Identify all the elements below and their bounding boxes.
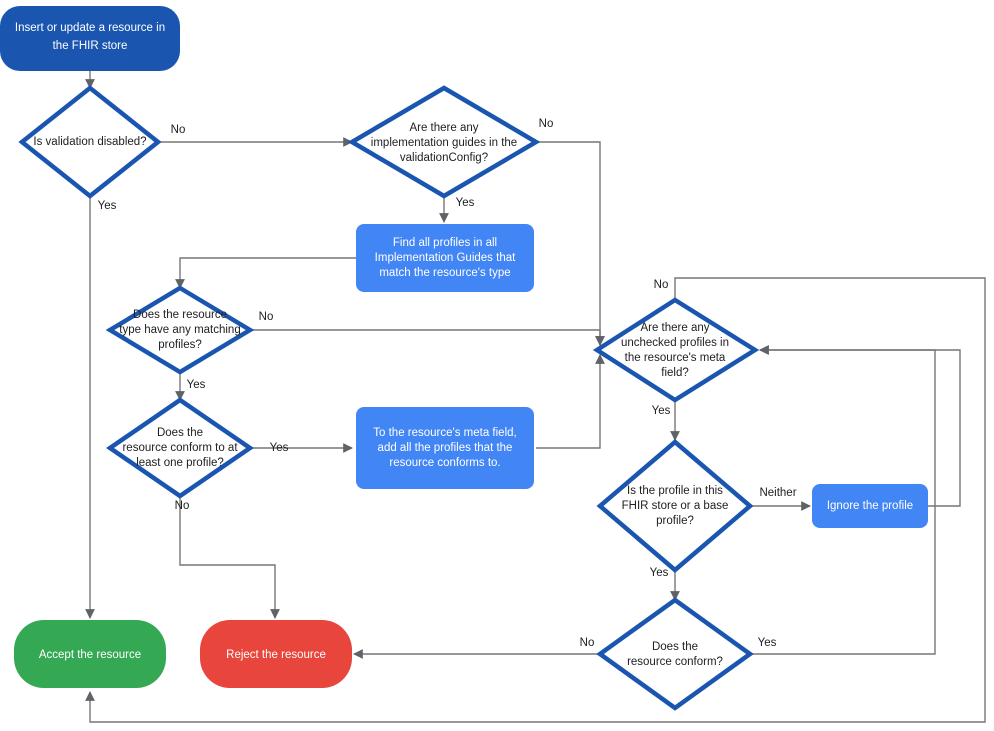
find-profiles-shape (356, 224, 534, 292)
edges-layer (85, 71, 986, 723)
node-implementation-guides[interactable]: Are there any implementation guides in t… (347, 85, 541, 199)
implementation-guides-label-line-1: Are there any (409, 122, 478, 134)
reject-label: Reject the resource (226, 649, 326, 661)
validation-disabled-shape (18, 85, 162, 199)
add-profiles-meta-label-line-3: resource conforms to. (389, 457, 500, 469)
node-accept[interactable]: Accept the resource (14, 620, 166, 688)
find-profiles-label-line-2: Implementation Guides that (375, 252, 516, 264)
accept-label: Accept the resource (39, 649, 141, 661)
profile-in-store-shape (596, 439, 754, 573)
matching-profiles-label-line-1: Does the resource (133, 309, 227, 321)
conform-one-profile-label-line-1: Does the (157, 427, 203, 439)
unchecked-profiles-shape (592, 297, 760, 403)
implementation-guides-label-line-2: implementation guides in the (371, 137, 517, 149)
edge-unchecked-no-to-accept (85, 277, 986, 723)
node-find-profiles[interactable]: Find all profiles in all Implementation … (356, 224, 534, 292)
edge-label-resource-conform-yes: Yes (758, 637, 777, 649)
node-unchecked-profiles[interactable]: Are there any unchecked profiles in the … (592, 297, 760, 403)
node-matching-profiles[interactable]: Does the resource type have any matching… (105, 285, 255, 375)
start-label-line-1: Insert or update a resource in (15, 22, 165, 34)
resource-conform-label-line-1: Does the (652, 641, 698, 653)
edge-label-unchecked-yes: Yes (652, 405, 671, 417)
matching-profiles-label-line-3: profiles? (158, 339, 201, 351)
edge-label-matching-yes: Yes (187, 379, 206, 391)
edge-matching-no-to-unchecked (250, 329, 605, 346)
resource-conform-label-line-2: resource conform? (627, 656, 723, 668)
profile-in-store-label-line-2: FHIR store or a base (622, 500, 729, 512)
edge-label-profile-in-store-yes: Yes (650, 567, 669, 579)
edge-label-matching-no: No (259, 311, 274, 323)
unchecked-profiles-label-line-4: field? (661, 367, 689, 379)
edge-label-conform-one-no: No (175, 500, 190, 512)
conform-one-profile-label-line-3: least one profile? (136, 457, 224, 469)
matching-profiles-label-line-2: type have any matching (119, 324, 240, 336)
node-validation-disabled[interactable]: Is validation disabled? (18, 85, 162, 199)
validation-disabled-label-line-1: Is validation disabled? (33, 136, 146, 148)
matching-profiles-shape (105, 285, 255, 375)
find-profiles-label-line-3: match the resource's type (379, 267, 510, 279)
node-conform-one-profile[interactable]: Does the resource conform to at least on… (106, 397, 254, 499)
edge-guides-no-to-unchecked (536, 141, 605, 346)
edge-conform-one-no-to-reject (179, 496, 280, 619)
node-profile-in-store[interactable]: Is the profile in this FHIR store or a b… (596, 439, 754, 573)
edge-label-profile-in-store-neither: Neither (759, 487, 796, 499)
node-ignore-profile[interactable]: Ignore the profile (812, 484, 928, 528)
conform-one-profile-shape (106, 397, 254, 499)
edge-add-meta-to-unchecked (536, 354, 605, 449)
edge-label-unchecked-no: No (654, 279, 669, 291)
edge-resource-conform-yes-to-unchecked (750, 345, 936, 655)
unchecked-profiles-label-line-2: unchecked profiles in (621, 337, 729, 349)
edge-labels-layer: No Yes No Yes No Yes Yes No No Yes Neith… (98, 118, 797, 649)
profile-in-store-label-line-3: profile? (656, 515, 694, 527)
start-shape (0, 6, 180, 71)
add-profiles-meta-label-line-2: add all the profiles that the (378, 442, 513, 454)
unchecked-profiles-label-line-3: the resource's meta (625, 352, 726, 364)
node-add-profiles-meta[interactable]: To the resource's meta field, add all th… (356, 407, 534, 489)
implementation-guides-shape (347, 85, 541, 199)
node-start[interactable]: Insert or update a resource in the FHIR … (0, 6, 180, 71)
unchecked-profiles-label-line-1: Are there any (640, 322, 709, 334)
find-profiles-label-line-1: Find all profiles in all (393, 237, 497, 249)
add-profiles-meta-label-line-1: To the resource's meta field, (373, 427, 516, 439)
reject-shape (200, 620, 352, 688)
edge-label-resource-conform-no: No (580, 637, 595, 649)
add-profiles-meta-shape (356, 407, 534, 489)
edge-label-validation-yes: Yes (98, 200, 117, 212)
node-resource-conform[interactable]: Does the resource conform? (596, 597, 754, 711)
edge-label-conform-one-yes: Yes (270, 442, 289, 454)
edge-label-validation-no: No (171, 124, 186, 136)
node-reject[interactable]: Reject the resource (200, 620, 352, 688)
edge-find-profiles-to-matching (175, 257, 356, 289)
ignore-profile-shape (812, 484, 928, 528)
start-label-line-2: the FHIR store (53, 40, 128, 52)
conform-one-profile-label-line-2: resource conform to at (122, 442, 238, 454)
edge-ignore-to-unchecked (759, 345, 961, 507)
profile-in-store-label-line-1: Is the profile in this (627, 485, 723, 497)
implementation-guides-label-line-3: validationConfig? (400, 152, 488, 164)
resource-conform-shape (596, 597, 754, 711)
accept-shape (14, 620, 166, 688)
ignore-profile-label: Ignore the profile (827, 500, 913, 512)
edge-label-guides-no: No (539, 118, 554, 130)
edge-label-guides-yes: Yes (456, 197, 475, 209)
